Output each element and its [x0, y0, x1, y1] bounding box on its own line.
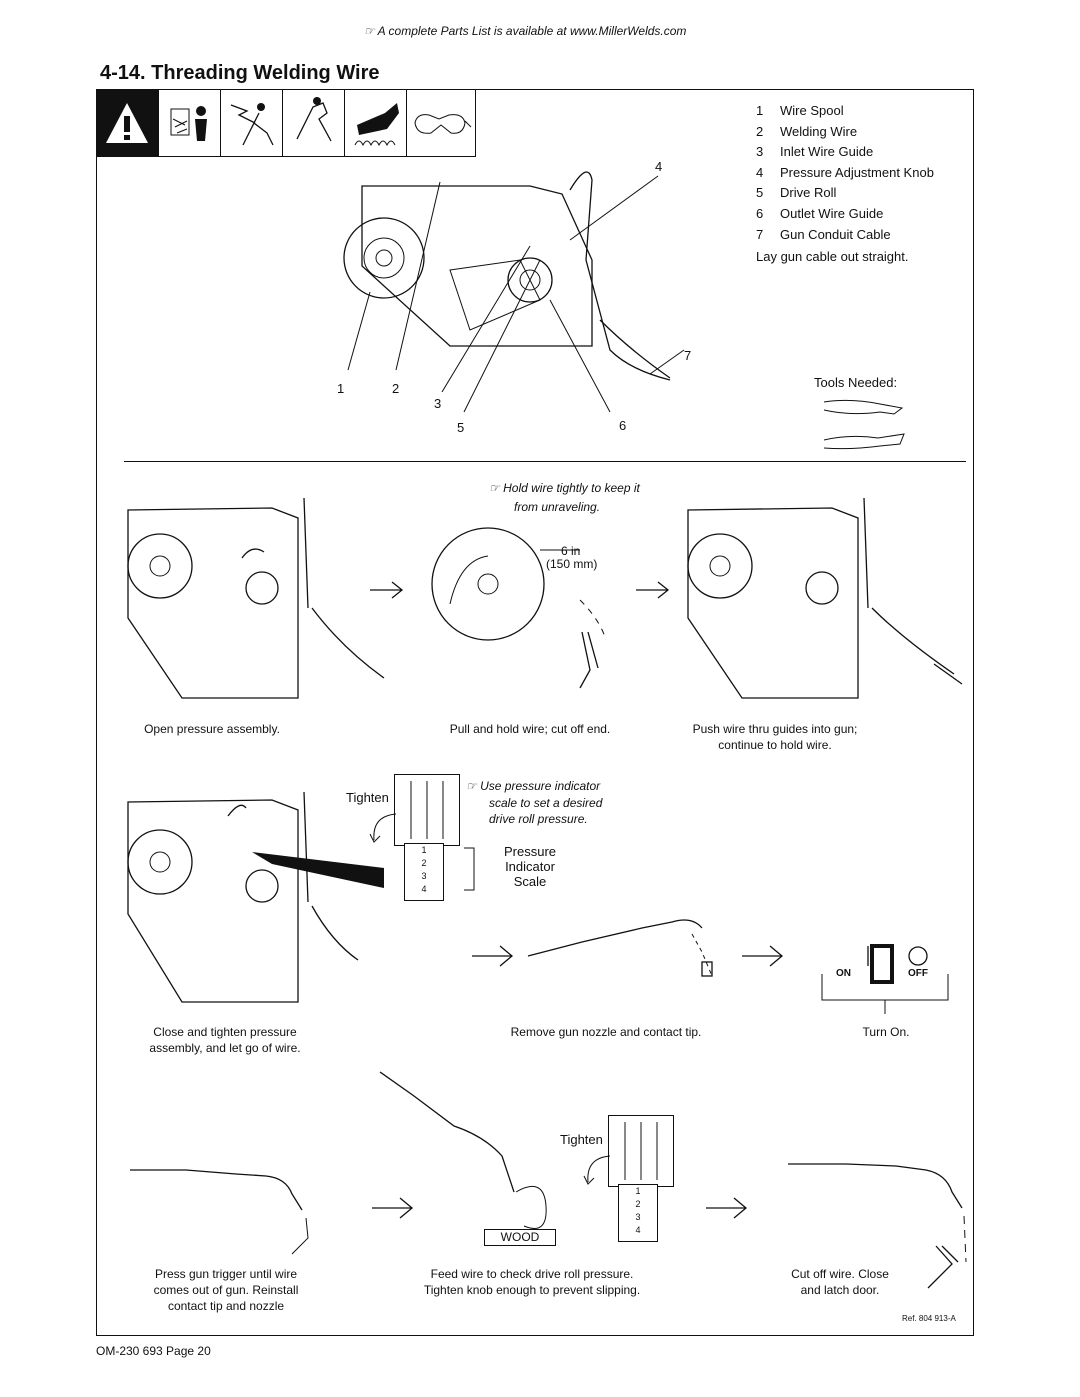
switch-on-label: ON [836, 968, 851, 979]
safety-symbols [96, 89, 476, 157]
hold-wire-note-2: from unraveling. [514, 500, 601, 514]
rotate-arrow-icon [369, 813, 397, 843]
caption-feed-wire: Feed wire to check drive roll pressure. … [423, 1267, 641, 1297]
bracket [464, 847, 475, 891]
arrow-right-icon [706, 1197, 748, 1219]
caption-cut-wire: Cut off wire. Close and latch door. [791, 1267, 889, 1297]
power-switch[interactable]: ON OFF [821, 942, 949, 1014]
welding-gun-remove-nozzle [527, 919, 713, 977]
procedure-frame [96, 89, 974, 1336]
tighten-label: Tighten [346, 790, 389, 805]
hold-wire-note: ☞ Hold wire tightly to keep it [489, 481, 640, 495]
switch-off-label: OFF [908, 968, 928, 979]
welding-gun-press-trigger [130, 1169, 309, 1255]
arrow-right-icon [636, 581, 670, 599]
dimension-in: 6 in [561, 544, 581, 558]
pressure-scale-note: ☞ Use pressure indicator scale to set a … [466, 779, 603, 826]
rotate-arrow-icon [583, 1155, 611, 1185]
pressure-scale-knob [394, 774, 460, 846]
parts-note: Lay gun cable out straight. [756, 249, 909, 265]
safety-glasses-icon [406, 89, 476, 156]
tools-needed-label: Tools Needed: [814, 375, 898, 390]
pressure-indicator-label: Pressure Indicator Scale [503, 844, 557, 889]
callout-7: 7 [684, 348, 692, 363]
pointing-hand-icon: ☞ [364, 24, 375, 38]
page-number: OM-230 693 Page 20 [96, 1344, 211, 1358]
arrow-right-icon [372, 1197, 414, 1219]
callout-6: 6 [619, 418, 627, 433]
warning-icon [96, 89, 158, 156]
welding-gun-feed-wire [379, 1071, 547, 1229]
callout-1: 1 [337, 381, 345, 396]
moving-parts-icon [282, 89, 345, 156]
parts-list-note: ☞ A complete Parts List is available at … [364, 24, 687, 38]
welder-push-wire [687, 497, 963, 699]
caption-open-pressure: Open pressure assembly. [144, 722, 280, 736]
callout-4: 4 [655, 159, 663, 174]
pointing-hand-icon: ☞ [489, 481, 500, 495]
pliers-icon [823, 399, 905, 450]
reference-number: Ref. 804 913-A [902, 1314, 956, 1323]
arrow-right-icon [742, 945, 784, 967]
caption-close-pressure: Close and tighten pressure assembly, and… [149, 1025, 301, 1055]
pressure-indicator-scale: 1 2 3 4 [404, 843, 444, 901]
caption-turn-on: Turn On. [862, 1025, 910, 1039]
wire-spool-cut [431, 527, 607, 689]
tighten-label: Tighten [560, 1132, 603, 1147]
pressure-scale-knob [608, 1115, 674, 1187]
callout-leaders [347, 175, 685, 413]
caption-pull-wire: Pull and hold wire; cut off end. [449, 722, 611, 736]
pressure-indicator-scale: 1 2 3 4 [618, 1184, 658, 1242]
callout-3: 3 [434, 396, 442, 411]
divider [124, 461, 966, 462]
arrow-right-icon [370, 581, 404, 599]
section-title: 4-14. Threading Welding Wire [100, 62, 380, 84]
dimension-mm: (150 mm) [546, 557, 598, 571]
caption-remove-nozzle: Remove gun nozzle and contact tip. [510, 1025, 702, 1039]
arrow-right-icon [472, 945, 514, 967]
pointing-hand-icon: ☞ [466, 779, 477, 793]
welder-diagram [343, 171, 671, 381]
callout-2: 2 [392, 381, 400, 396]
wood-block: WOOD [484, 1229, 556, 1246]
caption-push-wire: Push wire thru guides into gun; continue… [692, 722, 858, 752]
callout-5: 5 [457, 420, 465, 435]
welder-open-pressure [127, 497, 385, 699]
hot-parts-icon [344, 89, 407, 156]
caption-press-trigger: Press gun trigger until wire comes out o… [153, 1267, 299, 1313]
welder-close-pressure [127, 791, 384, 1003]
welding-gun-cut-wire [788, 1163, 967, 1289]
electric-shock-icon [220, 89, 283, 156]
read-manual-icon [158, 89, 221, 156]
